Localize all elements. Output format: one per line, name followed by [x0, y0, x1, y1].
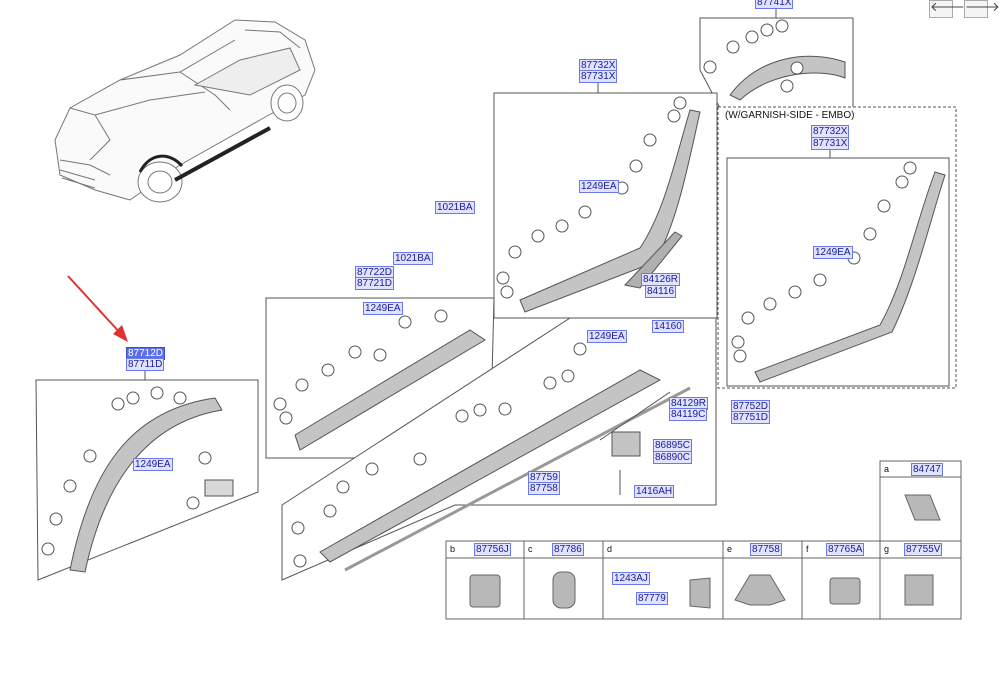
- legend-letter: e: [727, 544, 733, 554]
- legend-letter: b: [450, 544, 456, 554]
- vehicle-illustration: [54, 19, 316, 203]
- legend-letter: a: [884, 464, 890, 474]
- part-label[interactable]: 1416AH: [634, 485, 675, 498]
- legend-part-label[interactable]: 87786: [552, 543, 584, 556]
- legend-letter: c: [528, 544, 533, 554]
- part-label[interactable]: 87731X: [579, 70, 618, 83]
- group-front-garnish: [493, 82, 718, 319]
- part-label[interactable]: 1021BA: [435, 201, 475, 214]
- part-label[interactable]: 86895C: [653, 439, 693, 452]
- part-label[interactable]: 86890C: [653, 451, 693, 464]
- indicator-arrow: [67, 275, 128, 342]
- part-label[interactable]: 87721D: [355, 277, 395, 290]
- legend-letter: d: [607, 544, 613, 554]
- legend-part-label[interactable]: 87758: [750, 543, 782, 556]
- legend-part-label[interactable]: 87755V: [904, 543, 943, 556]
- part-label[interactable]: 84119C: [669, 408, 708, 421]
- part-label[interactable]: 87731X: [811, 137, 850, 150]
- legend-part-label[interactable]: 87765A: [826, 543, 865, 556]
- part-label[interactable]: 1249EA: [813, 246, 853, 259]
- part-label[interactable]: 87751D: [731, 411, 771, 424]
- part-label[interactable]: 1249EA: [587, 330, 627, 343]
- legend-letter: f: [806, 544, 809, 554]
- part-label[interactable]: 1249EA: [579, 180, 619, 193]
- part-label[interactable]: 84116: [645, 285, 677, 298]
- variant-title: (W/GARNISH-SIDE - EMBO): [725, 110, 855, 121]
- part-label[interactable]: 87758: [528, 482, 560, 495]
- legend-part-label[interactable]: 87779: [636, 592, 668, 605]
- group-wheel-arch: [35, 369, 259, 581]
- part-label[interactable]: 1249EA: [133, 458, 173, 471]
- legend-part-images: [469, 494, 941, 609]
- callout-circles: [41, 19, 917, 568]
- forward-icon[interactable]: 🡒: [964, 0, 1000, 18]
- back-icon[interactable]: 🡐: [929, 0, 965, 18]
- part-label[interactable]: 1021BA: [393, 252, 433, 265]
- legend-part-label[interactable]: 87756J: [474, 543, 511, 556]
- legend-letter: g: [884, 544, 890, 554]
- part-label[interactable]: 87711D: [126, 358, 165, 371]
- legend-part-label[interactable]: 1243AJ: [612, 572, 650, 585]
- legend-part-label[interactable]: 84747: [911, 463, 943, 476]
- part-label[interactable]: 14160: [652, 320, 684, 333]
- part-label[interactable]: 87741X: [755, 0, 794, 9]
- group-sill: [281, 317, 717, 581]
- part-label[interactable]: 1249EA: [363, 302, 403, 315]
